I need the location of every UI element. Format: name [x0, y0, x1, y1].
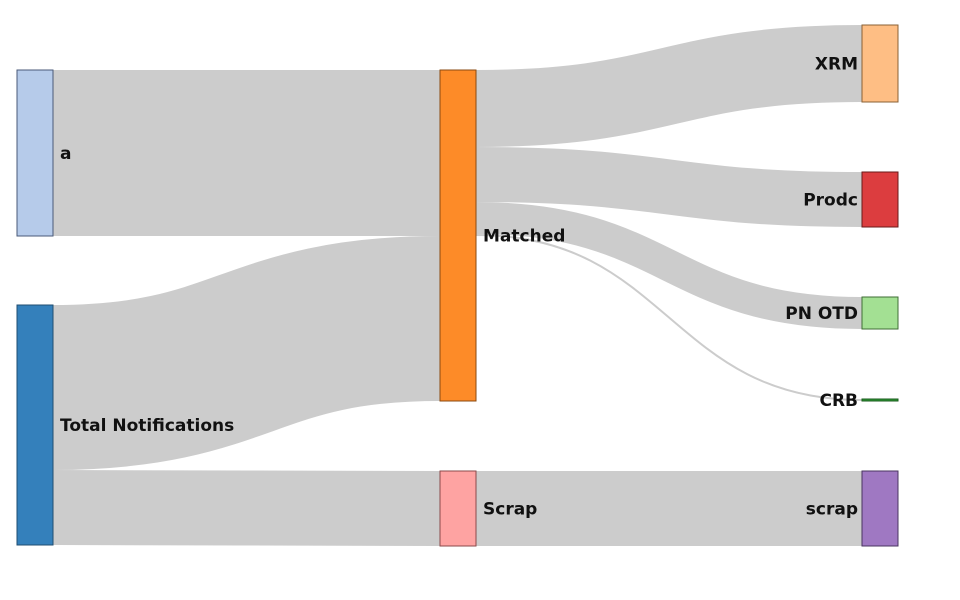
node-crb[interactable]	[861, 398, 899, 402]
node-matched[interactable]	[439, 69, 477, 402]
node-pnotd[interactable]	[861, 296, 899, 330]
node-label-crb: CRB	[819, 391, 858, 411]
links-layer	[52, 25, 863, 547]
link-total-to-matched[interactable]	[52, 236, 441, 470]
link-matched-to-xrm[interactable]	[475, 25, 863, 147]
node-a[interactable]	[16, 69, 54, 237]
link-matched-to-prodc[interactable]	[475, 147, 863, 227]
node-label-scrap_mid: Scrap	[483, 500, 537, 520]
node-label-scrap_end: scrap	[806, 500, 858, 520]
node-label-xrm: XRM	[815, 55, 858, 75]
link-matched-to-pnotd[interactable]	[475, 202, 863, 329]
node-label-total: Total Notifications	[60, 416, 234, 436]
node-label-matched: Matched	[483, 227, 565, 247]
node-prodc[interactable]	[861, 171, 899, 228]
node-scrap_mid[interactable]	[439, 470, 477, 547]
node-total[interactable]	[16, 304, 54, 546]
node-label-pnotd: PN OTD	[785, 304, 858, 324]
node-xrm[interactable]	[861, 24, 899, 103]
node-label-prodc: Prodc	[803, 191, 858, 211]
link-total-to-scrap_mid[interactable]	[52, 470, 441, 546]
node-scrap_end[interactable]	[861, 470, 899, 547]
node-label-a: a	[60, 144, 71, 164]
nodes-layer	[16, 24, 899, 547]
link-matched-to-crb[interactable]	[475, 234, 863, 401]
